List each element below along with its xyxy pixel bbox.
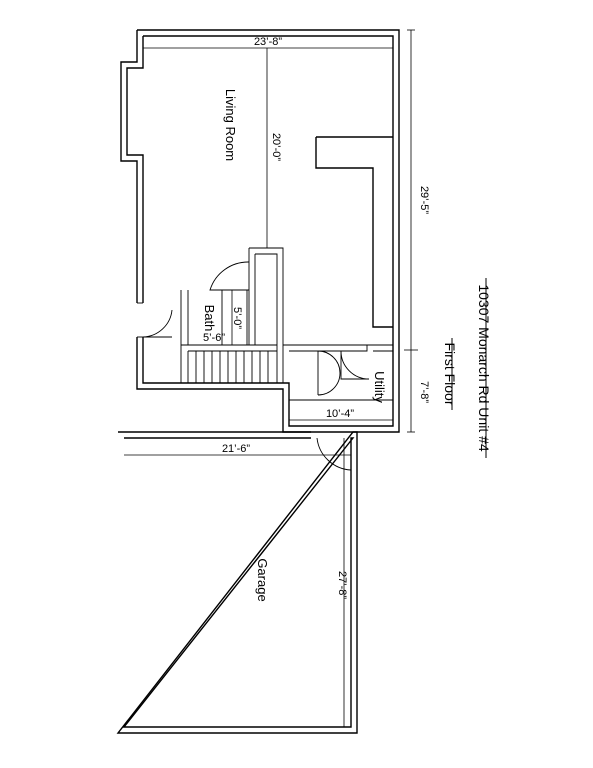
room-garage: Garage xyxy=(255,558,270,601)
dim-top-width: 23’-8” xyxy=(254,36,282,48)
dimension-lines xyxy=(124,29,418,727)
utility-door-upper xyxy=(340,350,370,380)
garage-door xyxy=(316,437,352,471)
front-door xyxy=(137,302,173,338)
dim-living-depth: 20’-0” xyxy=(270,133,282,161)
utility-door-lower xyxy=(317,350,341,396)
stairs xyxy=(187,351,269,383)
bath-door xyxy=(209,261,250,291)
dim-bath-width: 5’-0” xyxy=(231,307,243,329)
room-bath: Bath xyxy=(202,305,217,332)
room-utility: Utility xyxy=(372,371,387,403)
dim-garage-width: 21’-6” xyxy=(222,443,250,455)
title-floor: First Floor xyxy=(442,343,458,406)
dim-utility-width: 10’-4” xyxy=(326,408,354,420)
garage-wall xyxy=(116,431,358,734)
dim-garage-length: 27’-8” xyxy=(336,571,348,599)
dim-right-length: 29’-5” xyxy=(418,186,430,214)
dim-bath-depth: 5’-6” xyxy=(203,332,225,344)
room-living-room: Living Room xyxy=(223,89,238,161)
dim-utility-length: 7’-8” xyxy=(418,381,430,403)
kitchen-counter xyxy=(315,136,393,328)
title-address: 10307 Monarch Rd Unit #4 xyxy=(476,284,492,452)
